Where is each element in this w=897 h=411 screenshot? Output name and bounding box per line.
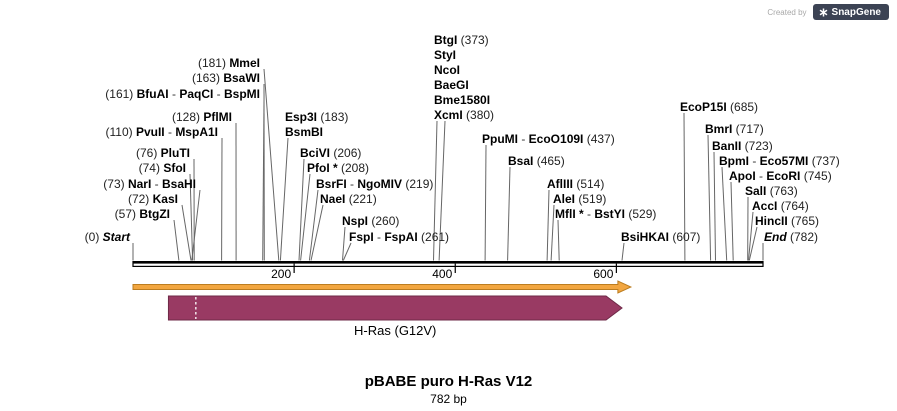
ruler-tick-label: 600	[593, 267, 614, 281]
site-connector-line	[173, 219, 180, 261]
enzyme-site-label: BsrFI - NgoMIV (219)	[316, 177, 434, 191]
enzyme-site-label: End (782)	[764, 230, 819, 244]
enzyme-site-label: BsmBI	[285, 125, 324, 139]
enzyme-site-label: BtgI (373)	[434, 33, 489, 47]
site-connector-line	[342, 226, 346, 261]
enzyme-site-label: BsiHKAI (607)	[621, 230, 701, 244]
site-connector-line	[342, 242, 352, 261]
enzyme-site-label: AccI (764)	[752, 199, 809, 213]
enzyme-site-label: (110) PvuII - MspA1I	[105, 125, 218, 139]
enzyme-site-label: FspI - FspAI (261)	[349, 230, 450, 244]
ruler-left-cap	[132, 261, 134, 267]
enzyme-site-label: (73) NarI - BsaHI	[103, 177, 196, 191]
site-connector-line	[310, 204, 324, 261]
enzyme-site-label: (181) MmeI	[197, 56, 260, 70]
enzyme-site-label: Bme1580I	[434, 93, 491, 107]
enzyme-site-label: BanII (723)	[712, 139, 773, 153]
map-length: 782 bp	[430, 392, 467, 406]
sequence-line-top	[133, 261, 763, 264]
site-connector-line	[308, 189, 319, 261]
site-connector-line	[507, 166, 511, 261]
enzyme-site-label: EcoP15I (685)	[680, 100, 759, 114]
site-connector-line	[262, 99, 265, 261]
enzyme-site-label: (74) SfoI	[138, 161, 186, 175]
site-connector-line	[713, 151, 716, 261]
enzyme-site-label: (163) BsaWI	[191, 71, 260, 85]
enzyme-site-label: BaeGI	[434, 78, 469, 92]
site-connector-line	[484, 144, 487, 261]
site-connector-line	[433, 120, 438, 261]
enzyme-site-label: HincII (765)	[755, 214, 820, 228]
feature-arrow-hras	[167, 295, 623, 321]
ruler-tick-label: 200	[271, 267, 292, 281]
enzyme-site-label: MflI * - BstYI (529)	[555, 207, 657, 221]
site-connector-line	[683, 112, 686, 261]
feature-label: H-Ras (G12V)	[354, 323, 437, 338]
enzyme-site-label: Esp3I (183)	[285, 110, 349, 124]
orf-arrow	[132, 280, 633, 294]
enzyme-site-label: StyI	[434, 48, 457, 62]
enzyme-site-label: (57) BtgZI	[114, 207, 170, 221]
enzyme-site-label: PpuMI - EcoO109I (437)	[482, 132, 615, 146]
watermark: Created by SnapGene	[767, 4, 889, 20]
snapgene-logo-icon	[819, 8, 827, 16]
site-connector-line	[438, 120, 446, 261]
enzyme-site-label: (72) KasI	[127, 192, 178, 206]
enzyme-site-label: ApoI - EcoRI (745)	[729, 169, 832, 183]
enzyme-site-label: BmrI (717)	[705, 122, 764, 136]
enzyme-site-label: SalI (763)	[745, 184, 798, 198]
enzyme-site-label: (76) PluTI	[135, 146, 190, 160]
sequence-line-bottom	[133, 265, 763, 267]
site-connector-line	[263, 68, 280, 261]
snapgene-badge: SnapGene	[812, 4, 889, 20]
enzyme-site-label: BciVI (206)	[300, 146, 362, 160]
site-connector-line	[189, 173, 194, 261]
site-connector-line	[550, 204, 555, 261]
site-connector-line	[721, 166, 728, 261]
created-by-text: Created by	[767, 7, 807, 17]
site-connector-line	[748, 211, 754, 261]
site-connector-line	[546, 189, 550, 261]
map-title: pBABE puro H-Ras V12	[364, 373, 533, 390]
enzyme-site-label: BpmI - Eco57MI (737)	[719, 154, 840, 168]
enzyme-site-label: AflIII (514)	[547, 177, 605, 191]
site-connector-line	[621, 242, 625, 261]
enzyme-site-label: (128) PflMI	[171, 110, 232, 124]
enzyme-site-label: NspI (260)	[342, 214, 400, 228]
site-connector-line	[730, 181, 734, 261]
enzyme-site-label: NcoI	[434, 63, 461, 77]
enzyme-site-label: BsaI (465)	[508, 154, 565, 168]
site-connector-line	[181, 204, 192, 261]
site-connector-line	[279, 137, 289, 261]
ruler-tick-label: 400	[432, 267, 453, 281]
ruler-right-cap	[762, 261, 764, 267]
site-connector-line	[298, 158, 305, 261]
enzyme-site-label: (0) Start	[84, 230, 130, 244]
enzyme-site-label: (161) BfuAI - PaqCI - BspMI	[105, 87, 260, 101]
enzyme-site-label: PfoI * (208)	[307, 161, 370, 175]
site-connector-line	[191, 189, 201, 261]
enzyme-site-label: NaeI (221)	[320, 192, 377, 206]
enzyme-site-label: AleI (519)	[553, 192, 607, 206]
site-connector-line	[557, 219, 560, 261]
enzyme-site-label: XcmI (380)	[434, 108, 495, 122]
snapgene-brand-text: SnapGene	[831, 6, 881, 18]
site-connector-line	[300, 173, 311, 261]
site-connector-line	[707, 134, 712, 261]
site-connector-line	[748, 226, 758, 261]
